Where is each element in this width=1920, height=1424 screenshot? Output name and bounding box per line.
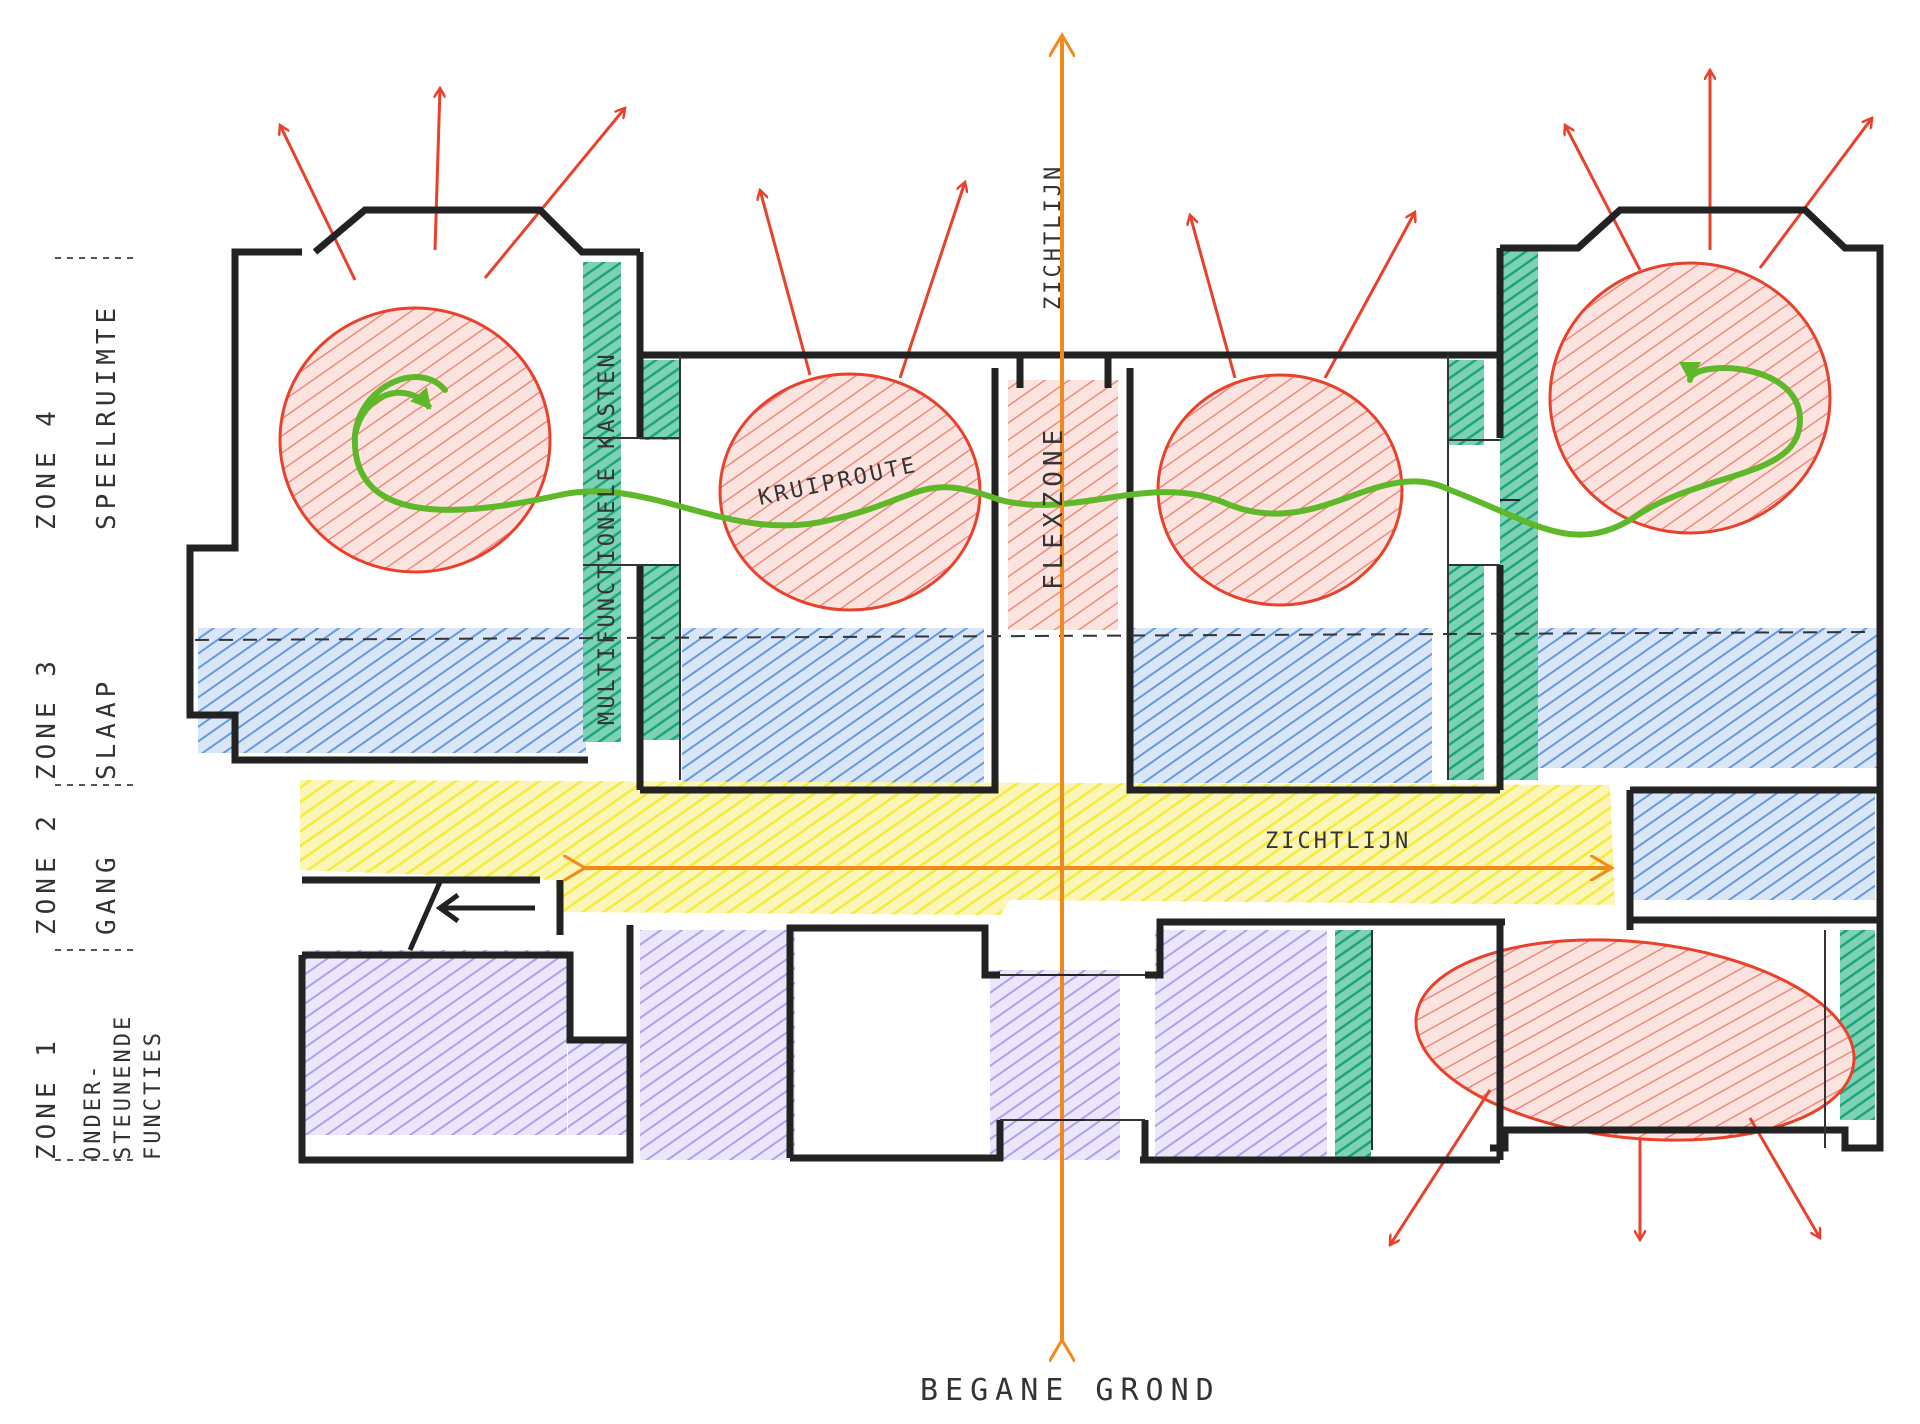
support-zone — [305, 930, 1327, 1160]
sleep-zone — [198, 628, 1878, 900]
zone-1-name-line-2: STEUNENDE — [111, 1014, 136, 1160]
play-zones — [278, 261, 1856, 1142]
partition-lines — [583, 355, 1826, 1150]
zone-2-label: ZONE 2 — [32, 811, 62, 935]
sightline-crossticks — [1040, 499, 1520, 1121]
crawl-route-start-hook — [352, 387, 433, 436]
zone-1-name-line-3: FUNCTIES — [141, 1030, 166, 1160]
zone-divider-dashed — [194, 631, 1871, 641]
multifunctional-label: MULTIFUNCTIONELE KASTEN — [595, 351, 620, 725]
zone-3-name: SLAAP — [92, 677, 122, 780]
zone-3-label: ZONE 3 — [32, 656, 62, 780]
zone-ticks — [55, 257, 135, 1161]
flex-zone-label: FLEXZONE — [1039, 425, 1069, 590]
corridor-zone — [300, 780, 1615, 915]
zone-1-name-line-1: ONDER- — [81, 1063, 106, 1160]
zone-4-name: SPEELRUIMTE — [92, 303, 122, 530]
outward-view-arrows — [280, 70, 1872, 1245]
zone-labels: ZONE 4 SPEELRUIMTE ZONE 3 SLAAP ZONE 2 G… — [32, 303, 166, 1160]
crawl-route — [351, 361, 1804, 538]
zone-1-label: ZONE 1 — [32, 1036, 62, 1160]
play-circle-1 — [278, 306, 552, 574]
zone-2-name: GANG — [92, 852, 122, 935]
play-ellipse-5 — [1414, 938, 1856, 1142]
door-arrow — [407, 880, 535, 952]
sightline-vertical-label: ZICHTLIJN — [1041, 164, 1066, 310]
drawing-title: BEGANE GROND — [920, 1373, 1221, 1408]
zone-4-label: ZONE 4 — [32, 406, 62, 530]
sightline-horizontal-label: ZICHTLIJN — [1265, 829, 1411, 854]
